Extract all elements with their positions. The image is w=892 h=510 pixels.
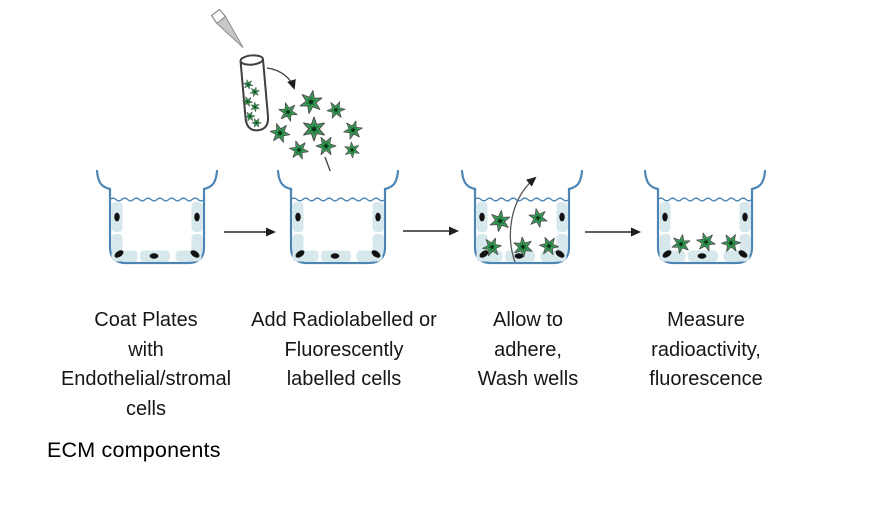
pour-arrow-icon: [266, 67, 296, 90]
wash-arrow-icon: [509, 176, 537, 263]
pipette-icon: [210, 8, 244, 48]
step-label-measure: Measure radioactivity, fluorescence: [649, 309, 763, 390]
step-label-adhere-wash: Allow to adhere, Wash wells: [477, 309, 579, 390]
well-1-coated: [95, 169, 219, 265]
labelled-cell-cluster: [266, 88, 365, 163]
ecm-components-label: ECM components: [47, 438, 221, 462]
well-2-cells-added: [276, 169, 400, 265]
well-4-measure: [643, 169, 767, 265]
test-tube-icon: [239, 54, 270, 132]
step-label-add-cells: Add Radiolabelled or Fluorescently label…: [251, 309, 437, 390]
step-label-coat-plates: Coat Plates with Endothelial/stromal cel…: [60, 309, 232, 420]
